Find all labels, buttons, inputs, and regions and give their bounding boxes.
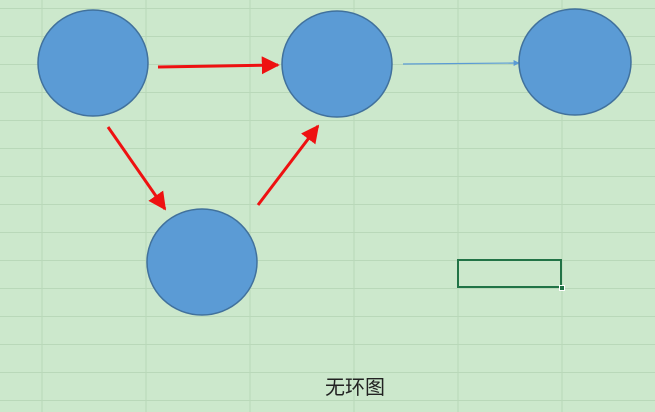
node-2[interactable]	[281, 10, 393, 118]
node-1[interactable]	[37, 9, 149, 117]
node-3[interactable]	[518, 8, 632, 116]
fill-handle[interactable]	[559, 285, 565, 291]
edge-node-2-to-node-3[interactable]	[402, 60, 520, 67]
diagram-caption: 无环图	[325, 375, 385, 399]
edge-node-1-to-node-2[interactable]	[157, 56, 280, 75]
node-4[interactable]	[146, 208, 258, 316]
edge-node-4-to-node-2[interactable]	[256, 124, 320, 206]
edge-node-1-to-node-4[interactable]	[106, 126, 167, 211]
selected-cell[interactable]	[457, 259, 562, 288]
